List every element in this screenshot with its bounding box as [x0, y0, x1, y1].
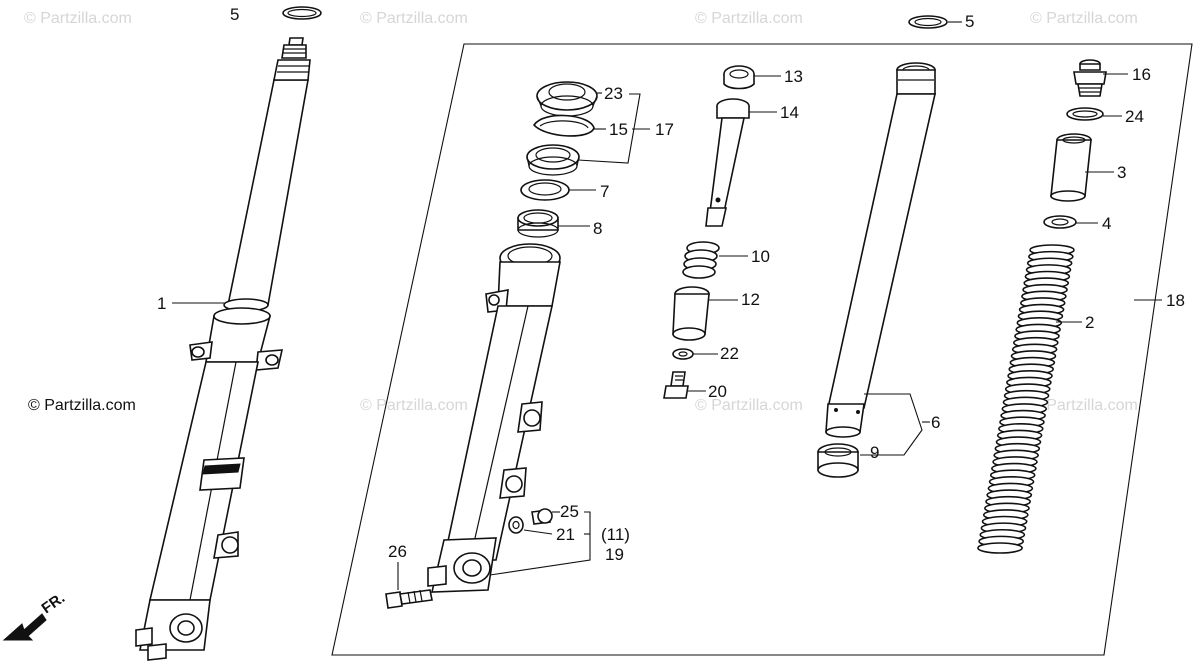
fork-leg-assembled [135, 37, 311, 661]
rebound-spring [682, 241, 720, 279]
snap-ring [282, 6, 322, 20]
slider-bushing [517, 209, 559, 238]
dust-seal [536, 81, 598, 117]
callout-10: 10 [751, 247, 770, 266]
callout-18: 18 [1166, 291, 1185, 310]
callout-6: 6 [931, 413, 940, 432]
callout-17: 17 [655, 120, 674, 139]
callout-24: 24 [1125, 107, 1144, 126]
callout-5: 5 [230, 5, 239, 24]
watermark: © Partzilla.com [1030, 397, 1138, 414]
assembly-frame [331, 43, 1193, 656]
watermark: © Partzilla.com [1030, 10, 1138, 27]
sealing-washer [672, 348, 694, 360]
o-ring [1066, 107, 1104, 121]
callout-15: 15 [609, 120, 628, 139]
fork-bolt [1073, 59, 1107, 97]
drain-washer [508, 516, 524, 534]
collar-spacer [1050, 133, 1092, 202]
fork-slider [427, 243, 561, 593]
rebound-spring-seat [723, 65, 755, 90]
callout-3: 3 [1117, 163, 1126, 182]
watermark: © Partzilla.com [695, 397, 803, 414]
callout-7: 7 [600, 182, 609, 201]
watermark: © Partzilla.com [24, 10, 132, 27]
socket-bolt [663, 371, 689, 399]
fork-spring [977, 244, 1075, 554]
callout-12: 12 [741, 290, 760, 309]
callout-1: 1 [157, 294, 166, 313]
watermark: © Partzilla.com [695, 10, 803, 27]
flange-bolt [385, 589, 433, 609]
drain-bolt [531, 508, 553, 525]
callout-26: 26 [388, 542, 407, 561]
callout-16: 16 [1132, 65, 1151, 84]
inner-tube [825, 62, 937, 438]
callout-9: 9 [870, 443, 879, 462]
callout-5b: 5 [965, 12, 974, 31]
watermark: © Partzilla.com [28, 397, 136, 414]
callout-11: (11) [601, 525, 630, 544]
callout-22: 22 [720, 344, 739, 363]
oil-seal [526, 144, 580, 176]
callout-4: 4 [1102, 214, 1111, 233]
watermark: © Partzilla.com [360, 10, 468, 27]
stopper-ring [532, 114, 595, 137]
guide-bushing [817, 443, 859, 478]
callout-8: 8 [593, 219, 602, 238]
spring-seat [1043, 215, 1077, 229]
damper-rod [705, 98, 750, 227]
callout-13: 13 [784, 67, 803, 86]
front-direction-arrow: FR. [2, 589, 69, 641]
oil-lock-piece [672, 286, 710, 341]
callout-14: 14 [780, 103, 799, 122]
callout-19: 19 [605, 545, 624, 564]
svg-text:FR.: FR. [39, 589, 69, 617]
callout-25: 25 [560, 502, 579, 521]
callout-23: 23 [604, 84, 623, 103]
callout-21: 21 [556, 525, 575, 544]
spring-coil [977, 542, 1023, 554]
callout-20: 20 [708, 382, 727, 401]
back-up-ring [520, 179, 570, 201]
callout-2: 2 [1085, 313, 1094, 332]
